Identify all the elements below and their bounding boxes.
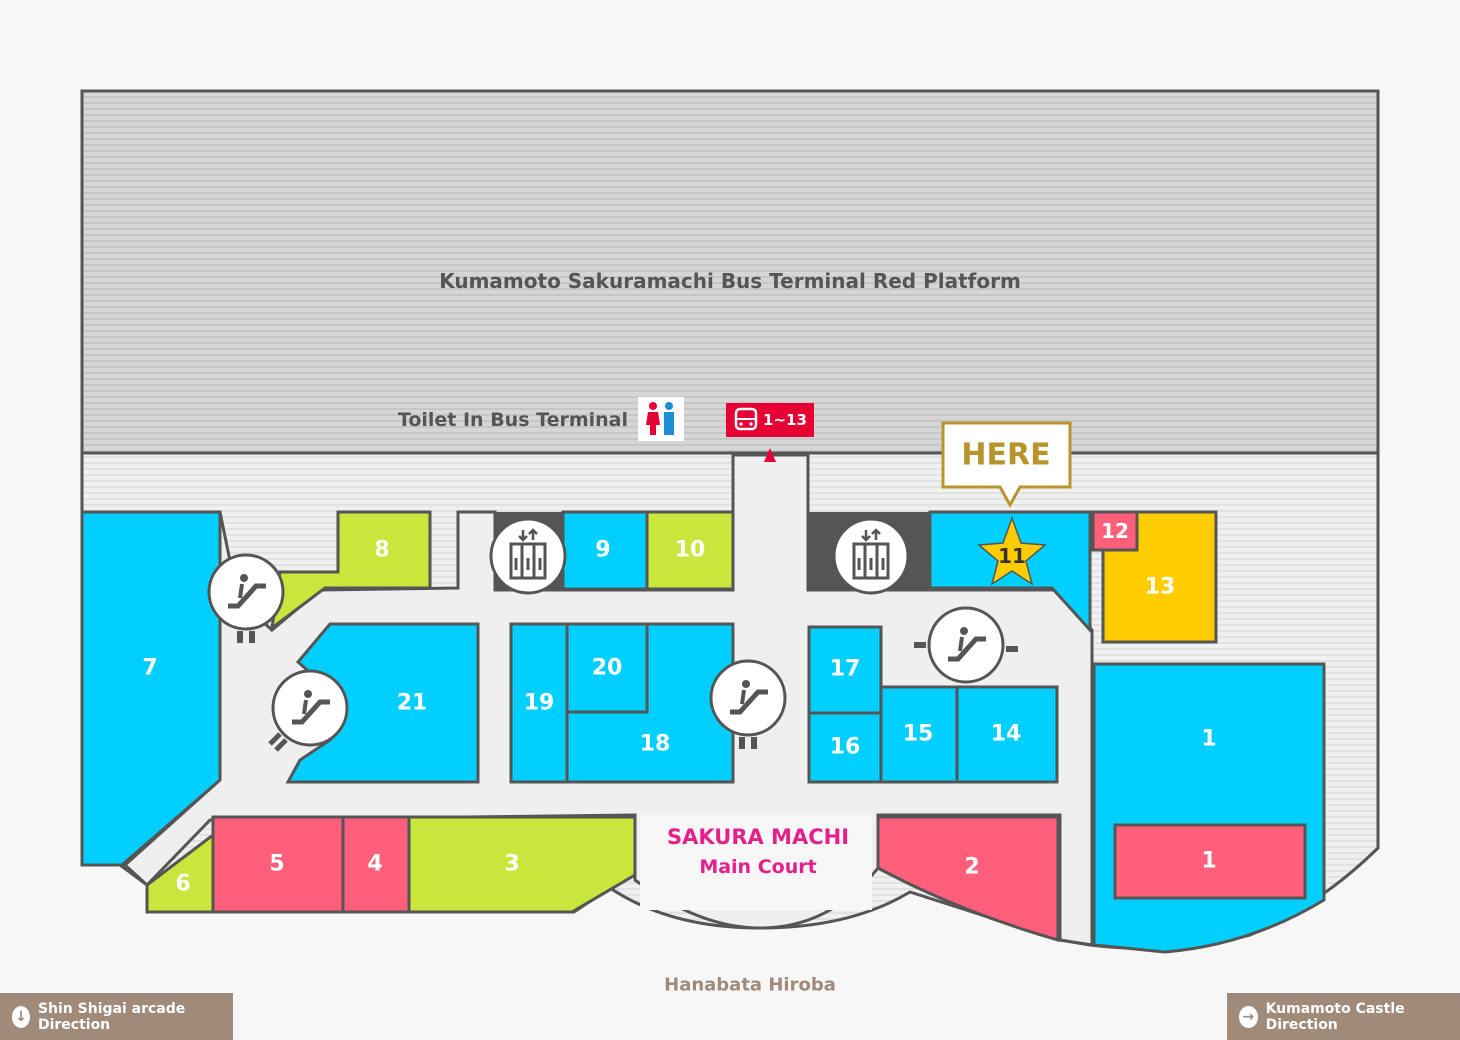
store-label-20: 20 [592,656,623,681]
platform-title: Kumamoto Sakuramachi Bus Terminal Red Pl… [439,269,1021,293]
main-court-floor [640,815,872,910]
escalator-icon[interactable] [914,606,1018,684]
main-court-subtitle: Main Court [699,856,816,878]
elevator-icon[interactable] [489,517,567,595]
store-4[interactable] [341,815,411,914]
arrow-right-icon: → [1239,1005,1258,1028]
store-label-19: 19 [524,691,555,716]
store-label-2: 2 [964,855,979,880]
escalator-icon[interactable] [207,553,285,643]
store-9[interactable] [561,510,649,591]
store-13[interactable] [1101,510,1218,644]
store-label-4: 4 [367,852,382,877]
store-1a[interactable] [1092,662,1326,954]
store-label-18: 18 [640,732,671,757]
store-6[interactable] [145,831,215,914]
hanabata-label: Hanabata Hiroba [664,975,836,996]
store-label-15: 15 [903,722,934,747]
store-5[interactable] [211,815,345,914]
elevator-icon[interactable] [832,517,910,595]
store-label-9: 9 [595,538,610,563]
shin-shigai-direction-button[interactable]: ↓ Shin Shigai arcade Direction [0,993,233,1040]
here-marker: HERE 11 [941,421,1072,586]
store-1b[interactable] [1113,823,1307,900]
store-19[interactable] [509,622,569,784]
store-10[interactable] [645,510,735,591]
store-14[interactable] [955,685,1059,784]
store-label-8: 8 [374,538,389,563]
restroom-icon[interactable] [638,397,684,441]
store-layer [80,510,1326,954]
store-labels: 7 8 9 10 12 13 21 19 20 18 17 16 15 14 1… [142,519,1216,897]
store-7[interactable] [80,510,222,867]
store-17[interactable] [807,625,883,715]
store-8[interactable] [270,510,432,632]
store-2[interactable] [876,815,1060,942]
escalator-icon[interactable] [709,659,787,749]
shin-shigai-direction-label: Shin Shigai arcade Direction [37,1000,186,1033]
store-3[interactable] [407,815,637,914]
arrow-down-icon: ↓ [12,1005,30,1028]
store-label-1a: 1 [1201,727,1216,752]
escalator-icon[interactable] [268,669,349,752]
bus-sign-label: 1~13 [763,411,807,429]
store-label-3: 3 [504,852,519,877]
store-label-6: 6 [175,872,190,897]
bus-icon [734,407,758,431]
store-15[interactable] [879,685,959,784]
up-arrow-icon [764,448,776,462]
store-16[interactable] [807,711,883,784]
toilet-label: Toilet In Bus Terminal [398,409,628,431]
store-label-16: 16 [830,735,861,760]
store-label-10: 10 [675,538,706,563]
store-label-11: 11 [998,544,1026,568]
main-court-title: SAKURA MACHI [667,825,849,849]
kumamoto-castle-direction-label: Kumamoto Castle Direction [1265,1000,1405,1033]
store-label-13: 13 [1145,575,1176,600]
here-label: HERE [961,438,1050,473]
bus-platform-area [80,89,1380,455]
store-label-17: 17 [830,657,861,682]
store-label-21: 21 [397,691,428,716]
store-label-1b: 1 [1201,849,1216,874]
store-label-12: 12 [1101,519,1129,543]
star-icon [977,515,1047,586]
bus-stop-sign[interactable]: 1~13 [726,403,814,462]
kumamoto-castle-direction-button[interactable]: → Kumamoto Castle Direction [1227,993,1460,1040]
store-label-14: 14 [991,722,1022,747]
store-label-5: 5 [269,852,284,877]
store-18[interactable] [565,622,735,784]
store-label-7: 7 [142,656,157,681]
